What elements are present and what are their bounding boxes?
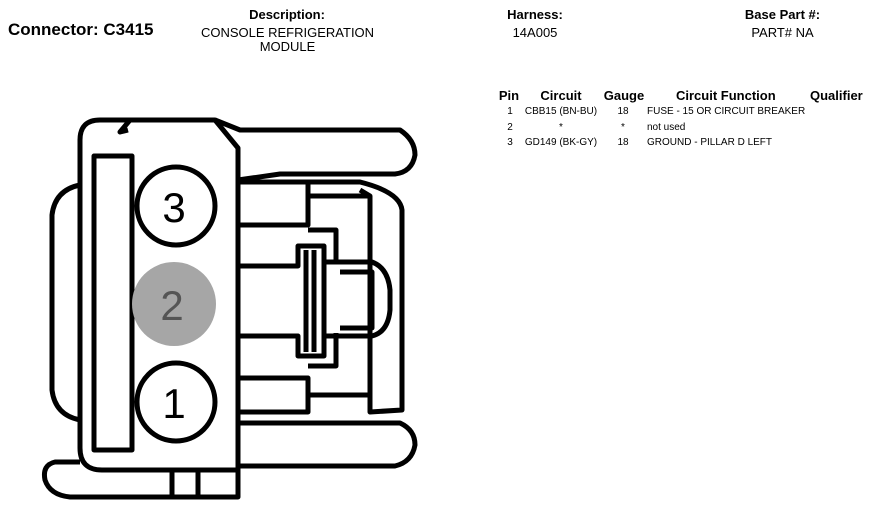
locking-bar <box>91 153 135 453</box>
row-1-gauge: 18 <box>617 106 629 117</box>
circuit-header: Circuit <box>540 88 582 103</box>
row-3-pin: 3 <box>507 137 513 148</box>
description-line-2: MODULE <box>259 39 316 54</box>
right-inner-top <box>308 193 370 262</box>
right-frame-bottom <box>238 375 311 415</box>
right-inner-bottom <box>308 333 370 398</box>
bottom-tab <box>169 470 201 497</box>
center-plug-tip <box>324 259 393 339</box>
harness-label: Harness: <box>507 7 563 22</box>
base-part-value: PART# NA <box>751 25 814 40</box>
row-3-circuit: GD149 (BK-GY) <box>524 137 598 148</box>
base-part-label: Base Part #: <box>744 7 821 22</box>
pin-2-circle <box>132 262 216 346</box>
harness-value: 14A005 <box>512 25 558 40</box>
pin-3-number: 3 <box>162 184 185 231</box>
pin-1-circle <box>134 360 218 444</box>
row-1-pin: 1 <box>507 106 513 117</box>
pin-3-circle <box>134 164 218 248</box>
right-frame-top <box>238 179 311 228</box>
pin-2-number: 2 <box>160 282 183 329</box>
qualifier-header: Qualifier <box>810 88 863 103</box>
function-header: Circuit Function <box>676 88 776 103</box>
left-latch <box>49 182 81 423</box>
gauge-header: Gauge <box>603 88 645 103</box>
top-arm <box>117 117 418 183</box>
pin-1-number: 1 <box>162 380 185 427</box>
bottom-latch <box>42 459 241 500</box>
row-1-function: FUSE - 15 OR CIRCUIT BREAKER <box>647 106 806 117</box>
row-2-gauge: * <box>621 122 625 133</box>
description-line-1: CONSOLE REFRIGERATION <box>200 25 375 40</box>
row-2-circuit: * <box>559 122 563 133</box>
row-3-gauge: 18 <box>617 137 629 148</box>
pin-header: Pin <box>498 88 520 103</box>
center-plug-lines <box>303 250 317 352</box>
connector-title: Connector: C3415 <box>8 20 154 39</box>
center-plug-inner <box>340 269 375 331</box>
right-frame-outer <box>308 179 405 415</box>
row-2-function: not used <box>647 122 686 133</box>
description-label: Description: <box>249 7 325 22</box>
row-3-function: GROUND - PILLAR D LEFT <box>647 137 773 148</box>
row-2-pin: 2 <box>507 122 513 133</box>
row-1-circuit: CBB15 (BN-BU) <box>524 106 598 117</box>
bottom-arm <box>238 420 418 469</box>
connector-body-outline <box>77 117 241 473</box>
center-plug <box>235 243 327 359</box>
description-value: CONSOLE REFRIGERATION MODULE <box>190 26 385 54</box>
